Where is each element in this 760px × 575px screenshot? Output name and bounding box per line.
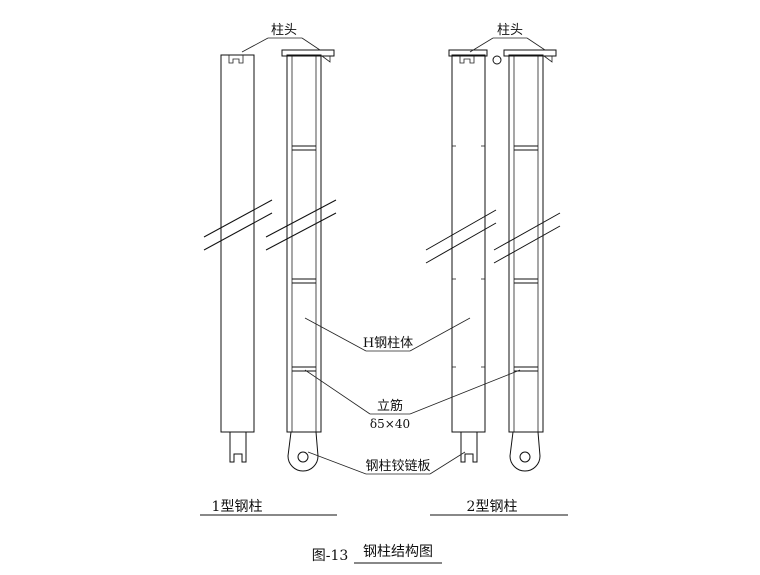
label-type1: 1型钢柱 (212, 499, 263, 515)
leader-lines (241, 37, 546, 475)
figure-number: 图-13 (312, 548, 349, 564)
type1-side-view (203, 54, 273, 463)
figure-title: 钢柱结构图 (363, 544, 433, 560)
label-column-head-right: 柱头 (497, 23, 523, 38)
label-type2: 2型钢柱 (467, 499, 518, 515)
type2-front-view (493, 49, 561, 472)
label-h-column-body: H钢柱体 (363, 336, 413, 351)
type2-side-view (425, 49, 502, 463)
label-column-head-left: 柱头 (271, 23, 297, 38)
type1-front-view (265, 49, 337, 472)
label-stiffener: 立筋 (377, 398, 403, 414)
label-hinge-plate: 钢柱铰链板 (365, 459, 430, 474)
label-stiffener-size: δ5×40 (370, 417, 410, 431)
